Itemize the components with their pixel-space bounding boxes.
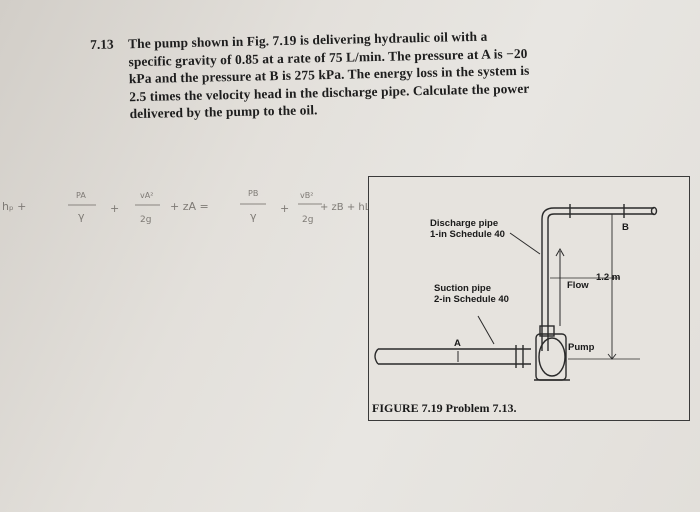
label-height: 1.2 m <box>596 272 621 283</box>
suction-label-line1: Suction pipe <box>434 283 491 294</box>
discharge-label-line2: 1-in Schedule 40 <box>430 229 505 240</box>
eq-plus2: + <box>280 202 289 215</box>
pump-diagram <box>374 204 658 381</box>
flow-arrow-head <box>555 247 565 257</box>
suction-inlet <box>374 348 379 365</box>
suction-leader <box>477 315 495 345</box>
eq-pb: PB <box>248 189 258 198</box>
pump-coupling <box>539 325 555 337</box>
figure-caption: FIGURE 7.19 Problem 7.13. <box>372 401 517 415</box>
height-arrow <box>607 353 617 360</box>
eq-vb2: vB² <box>300 191 313 200</box>
label-flow: Flow <box>567 280 589 291</box>
discharge-elbow-outer <box>541 207 555 220</box>
pump-casing <box>538 337 566 377</box>
problem-number: 7.13 <box>90 36 114 52</box>
eq-hp: hₚ + <box>2 200 26 213</box>
problem-statement: 7.13 The pump shown in Fig. 7.19 is deli… <box>90 27 532 124</box>
problem-text: The pump shown in Fig. 7.19 is deliverin… <box>128 28 530 122</box>
figure-7-19 <box>368 176 690 421</box>
discharge-label-line1: Discharge pipe <box>430 218 499 229</box>
handwritten-equation: hₚ + PA γ + vA² 2g + zA = PB γ + vB² 2g … <box>2 189 371 225</box>
eq-pa: PA <box>76 191 86 200</box>
suction-label-line2: 2-in Schedule 40 <box>434 294 509 305</box>
eq-gamma2: γ <box>250 210 257 223</box>
eq-za: + zA = <box>170 200 209 213</box>
discharge-outlet <box>650 206 658 216</box>
eq-va2: vA² <box>140 191 153 200</box>
discharge-elbow-inner <box>547 213 555 220</box>
label-pump: Pump <box>568 342 595 353</box>
discharge-pipe-label: Discharge pipe 1-in Schedule 40 <box>430 218 505 240</box>
label-a: A <box>454 338 461 349</box>
eq-gamma1: γ <box>78 210 85 223</box>
eq-2g1: 2g <box>140 215 151 225</box>
eq-2g2: 2g <box>302 215 313 225</box>
eq-zb: + zB + hL <box>320 202 371 213</box>
suction-pipe-label: Suction pipe 2-in Schedule 40 <box>434 283 509 305</box>
pump-body <box>535 333 567 381</box>
discharge-leader <box>509 232 541 255</box>
label-b: B <box>622 222 629 233</box>
eq-plus1: + <box>110 202 119 215</box>
